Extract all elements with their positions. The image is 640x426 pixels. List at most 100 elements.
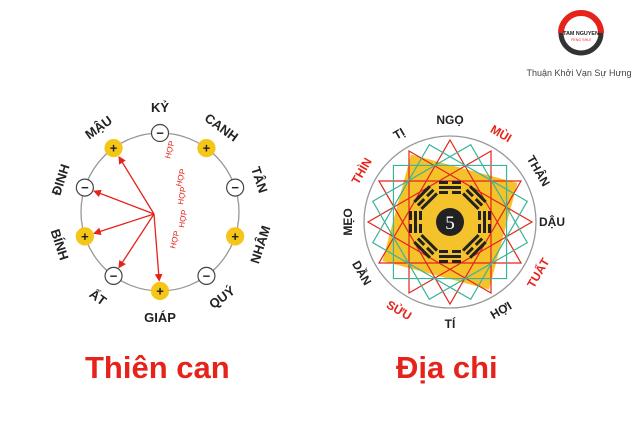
stem-label-0: KỶ (151, 100, 169, 115)
trigram-5 (413, 233, 439, 259)
branch-label-7: SỬU (384, 297, 415, 323)
trigram-bar (452, 191, 461, 194)
stem-sign-6 (104, 266, 123, 286)
stem-sign-8 (75, 178, 94, 197)
branch-label-9: MẸO (341, 208, 355, 235)
stem-sign-1 (197, 138, 216, 158)
branch-label-10: THÌN (348, 155, 375, 187)
stem-sign-glyph-5: + (156, 284, 164, 299)
stem-sign-glyph-0: − (156, 126, 164, 141)
stem-label-7: BÍNH (48, 227, 72, 262)
brand-sub: FENG SHUI (571, 38, 591, 42)
thien-can-circle (80, 132, 240, 292)
stem-label-3: NHÂM (247, 224, 273, 266)
stem-sign-glyph-3: + (231, 229, 239, 244)
brand-logo: TAM NGUYEN FENG SHUI (558, 10, 604, 56)
stem-sign-0 (150, 123, 170, 143)
center-number: 5 (445, 213, 455, 234)
thien-can-title: Thiên can (85, 350, 230, 385)
stem-sign-glyph-2: − (231, 180, 239, 195)
trigram-bar (461, 233, 480, 252)
hop-label-2: HỢP (176, 186, 188, 205)
trigram-bar (409, 211, 412, 220)
trigram-bar (474, 237, 484, 246)
trigram-bar (439, 255, 461, 258)
trigram-bar (426, 246, 435, 256)
stem-arrow-8 (93, 189, 155, 215)
trigram-1 (461, 185, 487, 211)
brand-slogan: Thuận Khởi Vạn Sự Hưng (526, 68, 632, 78)
green-square-1 (392, 164, 508, 280)
trigram-bar (439, 186, 461, 189)
trigram-bar (413, 185, 431, 203)
branch-label-0: NGỌ (436, 113, 463, 127)
trigram-bar (474, 198, 484, 207)
brand-name: TAM NGUYEN (563, 31, 599, 37)
stem-label-8: ĐINH (49, 162, 73, 197)
trigram-bar (439, 191, 448, 194)
trigram-bar (483, 211, 486, 233)
stem-arrow-6 (118, 213, 155, 269)
trigram-4 (439, 250, 461, 263)
trigram-bar (452, 250, 461, 253)
trigram-bar (452, 260, 461, 263)
branch-label-1: MÙI (488, 121, 515, 145)
trigram-bar (439, 260, 448, 263)
trigram-bar (420, 233, 439, 252)
trigram-bar (452, 181, 461, 184)
dia-chi-circle (363, 135, 537, 309)
hop-label-0: HỢP (163, 140, 176, 160)
trigram-bar (416, 237, 426, 246)
hop-label-4: HỢP (168, 230, 181, 250)
stem-sign-5 (150, 281, 170, 301)
trigram-bar (426, 188, 435, 198)
trigram-2 (478, 211, 491, 233)
branch-label-8: DẦN (349, 258, 375, 288)
stem-sign-2 (226, 178, 245, 197)
stem-sign-glyph-9: + (110, 141, 118, 156)
trigram-7 (413, 185, 439, 211)
stem-sign-glyph-7: + (81, 229, 89, 244)
trigram-3 (461, 233, 487, 259)
stem-label-2: TÂN (248, 165, 271, 195)
trigram-bar (469, 185, 487, 203)
trigram-bar (414, 211, 417, 233)
green-square-0 (371, 143, 529, 301)
trigram-bar (465, 188, 474, 198)
stem-sign-glyph-8: − (81, 180, 89, 195)
trigram-bar (478, 224, 481, 233)
trigram-bar (419, 224, 422, 233)
trigram-bar (439, 250, 448, 253)
trigram-6 (409, 211, 422, 233)
trigram-bar (461, 192, 480, 211)
branch-label-3: DẬU (539, 214, 565, 229)
stem-label-9: MẬU (82, 113, 115, 143)
dia-chi-title: Địa chi (396, 350, 498, 385)
stem-label-5: GIÁP (144, 310, 176, 325)
stem-arrow-5 (153, 213, 163, 282)
trigram-0 (439, 181, 461, 194)
thien-can-wheel: −KỶ+CANH−TÂN+NHÂM−QUÝ+GIÁP−ẤT+BÍNH−ĐINH+… (48, 100, 274, 325)
stem-arrow-7 (93, 213, 155, 236)
stem-sign-4 (197, 266, 216, 286)
trigram-bar (413, 241, 431, 259)
trigram-bar (488, 224, 491, 233)
branch-label-2: THÂN (524, 153, 554, 189)
branch-label-6: TÍ (445, 316, 456, 331)
stem-label-4: QUÝ (206, 283, 238, 312)
trigram-bar (465, 246, 474, 256)
green-square-2 (371, 143, 529, 301)
trigram-bar (478, 211, 481, 220)
stem-sign-glyph-1: + (203, 141, 211, 156)
trigram-bar (439, 181, 448, 184)
trigram-bar (469, 241, 487, 259)
stem-arrow-9 (118, 155, 155, 215)
branch-label-5: HỢI (488, 299, 514, 322)
trigram-bar (416, 198, 426, 207)
hop-label-1: HỢP (174, 168, 187, 188)
stem-sign-9 (104, 138, 123, 158)
stem-sign-7 (75, 227, 94, 246)
stem-sign-glyph-4: − (203, 268, 211, 283)
